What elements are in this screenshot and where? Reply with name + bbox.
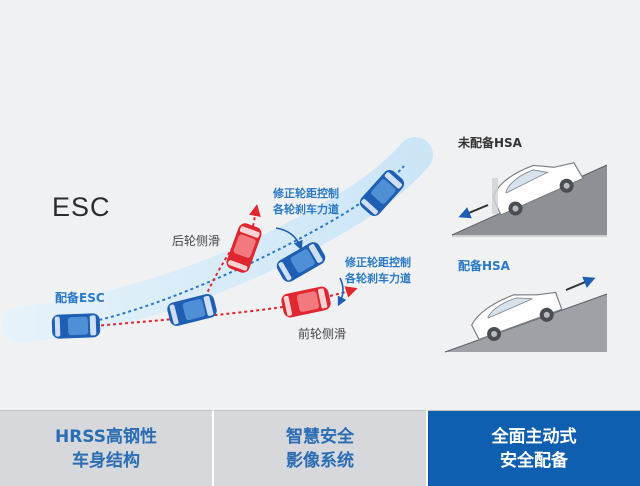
correction-note-lower: 修正轮距控制 各轮刹车力道 [345,255,411,287]
rear-skid-label: 后轮侧滑 [172,234,221,248]
correction-note-upper: 修正轮距控制 各轮刹车力道 [273,186,339,218]
red-car-front-skid [281,286,331,318]
hsa-with-label: 配备HSA [458,259,510,273]
correction-note-upper-line1: 修正轮距控制 [273,187,339,200]
tab-camera-line2: 影像系统 [286,450,354,471]
tab-hrss-body-structure[interactable]: HRSS高钢性 车身结构 [0,410,212,486]
blue-car-start [51,313,101,339]
blue-car-2 [167,294,217,326]
correction-note-upper-line2: 各轮刹车力道 [273,203,339,216]
tab-active-line2: 安全配备 [500,450,568,471]
blue-car-4 [359,170,405,216]
correction-arrow-lower [337,277,347,307]
tab-camera-line1: 智慧安全 [286,426,354,447]
hsa-without-label: 未配备HSA [458,136,522,150]
esc-equipped-label: 配备ESC [55,291,105,305]
correction-note-lower-line1: 修正轮距控制 [345,256,411,269]
correction-arrow-upper [275,227,303,251]
correction-note-lower-line2: 各轮刹车力道 [345,272,411,285]
feature-tabs: HRSS高钢性 车身结构 智慧安全 影像系统 全面主动式 安全配备 [0,410,640,486]
red-car-rear-skid [226,223,262,273]
front-skid-arrow [329,286,358,298]
tab-smart-safety-camera[interactable]: 智慧安全 影像系统 [212,410,426,486]
hsa-with-scene [444,276,608,353]
esc-hsa-illustration [2,137,608,353]
tab-active-line1: 全面主动式 [491,426,577,447]
blue-car-3 [276,242,326,282]
tab-active-safety[interactable]: 全面主动式 安全配备 [426,410,640,486]
tab-hrss-line1: HRSS高钢性 [54,426,158,447]
hsa-without-scene [451,162,608,237]
front-skid-label: 前轮侧滑 [298,327,347,341]
rear-skid-arrow [249,204,261,233]
esc-title: ESC [52,192,111,222]
tab-hrss-line2: 车身结构 [71,450,140,471]
esc-diagram-panel: ESC 配备ESC 后轮侧滑 前轮侧滑 修正轮距控制 各轮刹车力道 修正轮距控制… [0,0,640,410]
